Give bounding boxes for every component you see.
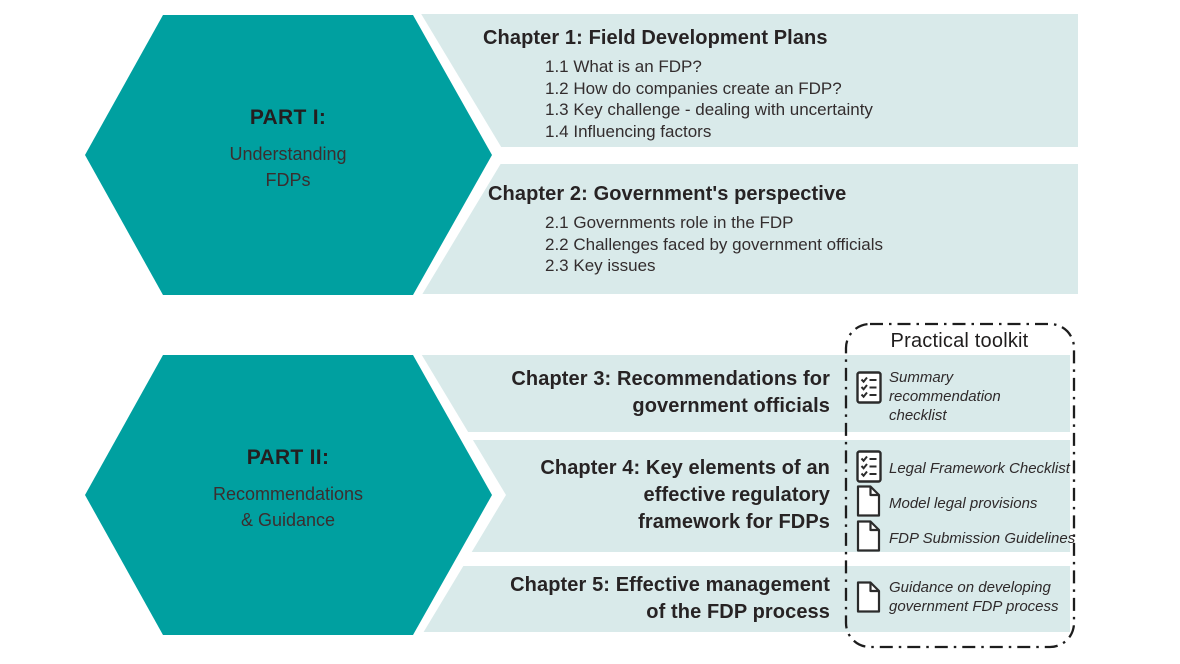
document-icon bbox=[856, 581, 881, 613]
chapter1-item-1: 1.1 What is an FDP? bbox=[545, 57, 702, 76]
chapter3-title: Chapter 3: Recommendations for governmen… bbox=[450, 366, 830, 420]
chapter5-title-line1: Chapter 5: Effective management bbox=[510, 574, 830, 596]
chapter1-item-4: 1.4 Influencing factors bbox=[545, 121, 712, 141]
toolkit-title: Practical toolkit bbox=[890, 330, 1029, 352]
part1-subtitle-line1: Understanding bbox=[229, 144, 347, 164]
part1-subtitle: Understanding FDPs bbox=[168, 141, 408, 193]
checklist-icon bbox=[856, 371, 882, 404]
toolkit-item-label: Guidance on developing government FDP pr… bbox=[889, 579, 1059, 615]
checklist-icon bbox=[856, 450, 882, 483]
chapter5-title: Chapter 5: Effective management of the F… bbox=[450, 572, 830, 626]
chapter3-title-line1: Chapter 3: Recommendations for bbox=[511, 368, 830, 390]
chapter4-title-line1: Chapter 4: Key elements of an bbox=[540, 457, 830, 479]
part2-label: PART II: bbox=[246, 446, 330, 469]
chapter2-item-1: 2.1 Governments role in the FDP bbox=[545, 213, 794, 232]
toolkit-item-label: Summary recommendation checklist bbox=[889, 369, 1001, 424]
chapter4-title-line2: effective regulatory bbox=[643, 484, 830, 506]
part1-label: PART I: bbox=[249, 106, 327, 129]
chapter2-item-2: 2.2 Challenges faced by government offic… bbox=[545, 234, 883, 254]
chapter2-items: 2.1 Governments role in the FDP 2.2 Chal… bbox=[545, 212, 1078, 277]
part2-subtitle: Recommendations & Guidance bbox=[168, 481, 408, 533]
document-icon bbox=[856, 520, 881, 552]
chapter3-title-line2: government officials bbox=[632, 395, 830, 417]
part2-subtitle-line2: & Guidance bbox=[240, 510, 336, 530]
chapter1-title: Chapter 1: Field Development Plans bbox=[483, 27, 828, 49]
chapter4-title: Chapter 4: Key elements of an effective … bbox=[450, 455, 830, 536]
chapter2-panel: Chapter 2: Government's perspective 2.1 … bbox=[420, 164, 1078, 294]
toolkit-item-label: Legal Framework Checklist bbox=[889, 460, 1070, 477]
chapter4-title-line3: framework for FDPs bbox=[638, 511, 830, 533]
toolkit-item-label: FDP Submission Guidelines bbox=[889, 530, 1076, 547]
part2-subtitle-line1: Recommendations bbox=[212, 484, 364, 504]
chapter5-title-line2: of the FDP process bbox=[646, 601, 830, 623]
part1-subtitle-line2: FDPs bbox=[265, 170, 311, 190]
part1-hexagon-text: PART I: Understanding FDPs bbox=[168, 106, 408, 193]
toolkit-item-label: Model legal provisions bbox=[889, 495, 1038, 512]
document-icon bbox=[856, 485, 881, 517]
chapter2-item-3: 2.3 Key issues bbox=[545, 256, 656, 275]
chapter1-item-2: 1.2 How do companies create an FDP? bbox=[545, 78, 842, 98]
chapter1-panel: Chapter 1: Field Development Plans 1.1 W… bbox=[420, 14, 1078, 147]
part2-hexagon-text: PART II: Recommendations & Guidance bbox=[168, 446, 408, 533]
chapter1-item-3: 1.3 Key challenge - dealing with uncerta… bbox=[545, 100, 873, 119]
chapter2-title: Chapter 2: Government's perspective bbox=[488, 183, 847, 205]
chapter1-items: 1.1 What is an FDP? 1.2 How do companies… bbox=[545, 56, 1078, 142]
